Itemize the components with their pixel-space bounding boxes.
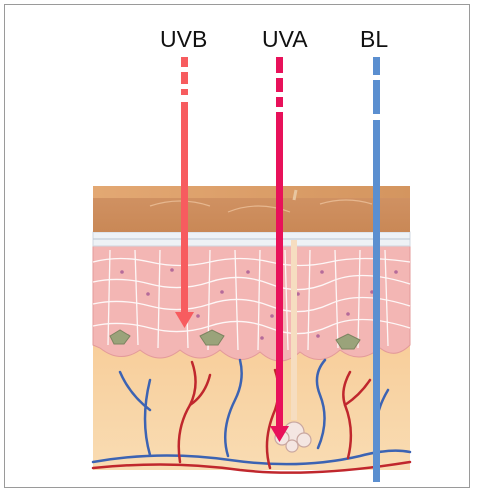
- uva-label: UVA: [262, 28, 308, 51]
- granular-layer: [93, 232, 410, 246]
- bl-label: BL: [360, 28, 388, 51]
- epidermis-layer: [93, 238, 410, 361]
- bl-ray: [373, 57, 380, 482]
- uvb-label: UVB: [160, 28, 207, 51]
- stratum-corneum-layer: [93, 186, 410, 232]
